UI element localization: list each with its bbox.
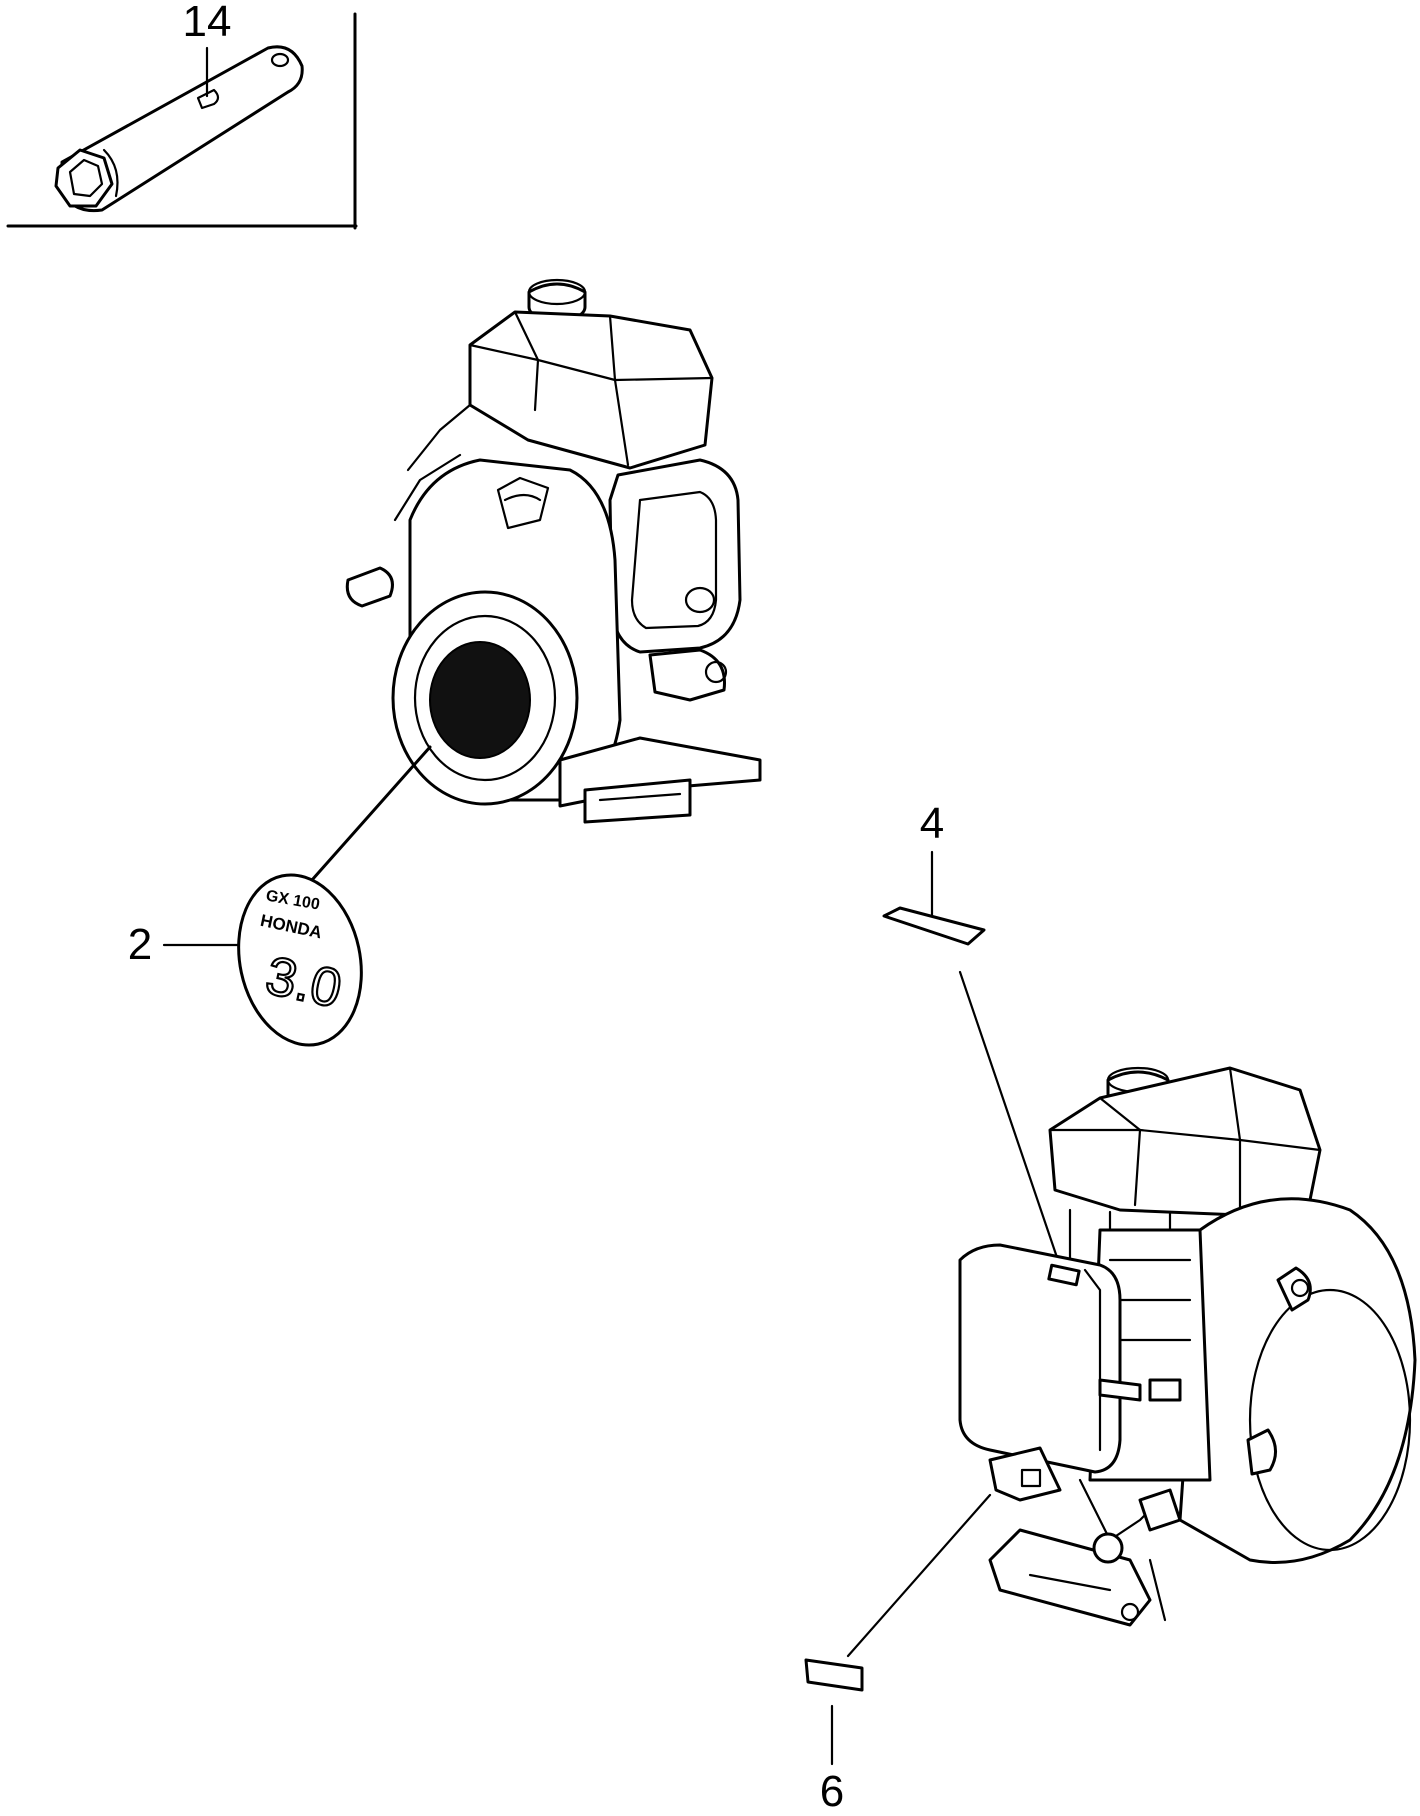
engine-lower — [958, 1066, 1417, 1627]
emblem-decal: GX 100 HONDA 3.0 — [237, 873, 363, 1047]
callout-14: 14 — [183, 0, 232, 46]
callout-6: 6 — [820, 1767, 844, 1816]
leader-4-engine — [958, 970, 1066, 1280]
box-wrench-tool — [54, 45, 304, 213]
callout-2: 2 — [128, 920, 152, 969]
tool-inset — [6, 12, 358, 230]
leader-6-engine — [846, 1493, 992, 1658]
callout-4: 4 — [920, 799, 944, 848]
label-part-6 — [804, 1658, 864, 1692]
label-part-4 — [882, 906, 986, 946]
leader-emblem — [310, 745, 432, 882]
engine-upper — [345, 278, 762, 824]
